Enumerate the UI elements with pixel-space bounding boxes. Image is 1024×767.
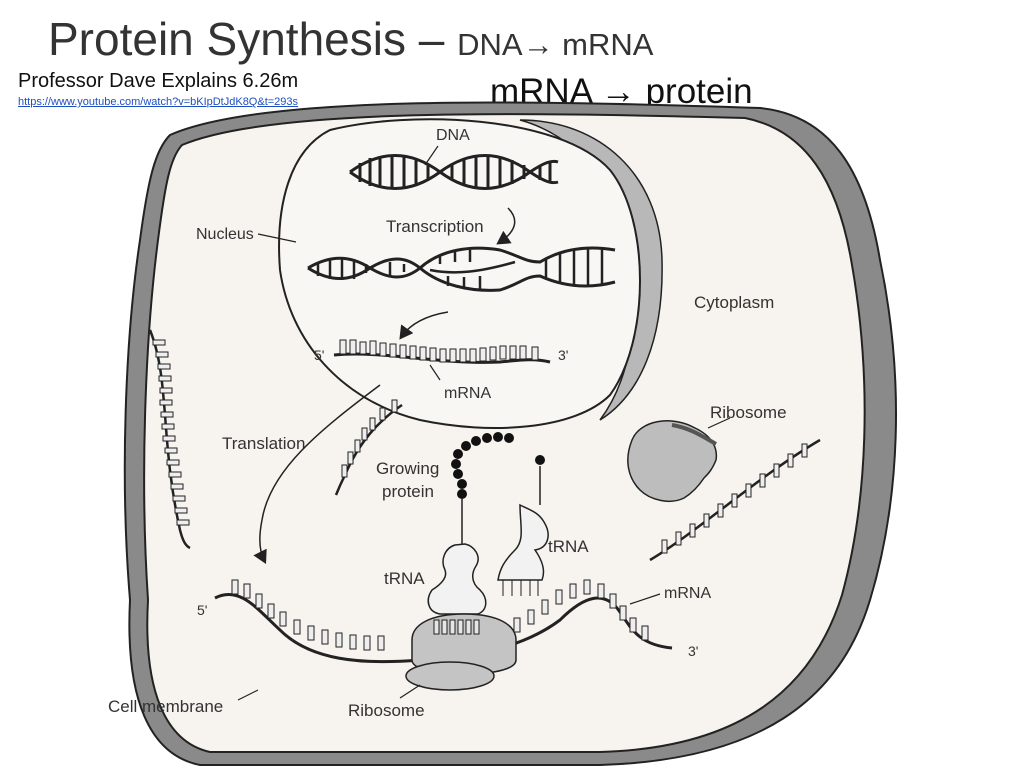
label-translation: Translation	[222, 434, 305, 453]
label-3prime-bottom: 3'	[688, 643, 698, 659]
trna-incoming	[497, 466, 549, 596]
label-growing-protein-line1: Growing	[376, 459, 439, 478]
ribosome-translating	[405, 613, 517, 691]
label-cytoplasm: Cytoplasm	[694, 293, 774, 312]
label-mrna-nucleus: mRNA	[444, 385, 491, 402]
mrna-right-strand	[649, 438, 821, 562]
label-dna: DNA	[436, 127, 470, 144]
label-transcription: Transcription	[386, 217, 484, 236]
transcription-arrow	[496, 207, 516, 245]
label-cell-membrane: Cell membrane	[108, 697, 223, 716]
title-dna: DNA	[457, 27, 523, 62]
nucleus	[278, 118, 641, 429]
slide-title: Protein Synthesis – DNA→ mRNA	[48, 10, 653, 74]
label-nucleus: Nucleus	[196, 226, 254, 243]
free-ribosome	[627, 420, 718, 502]
cell-membrane-pointer	[237, 689, 259, 701]
mrna-pointer	[429, 364, 441, 381]
label-ribosome-free: Ribosome	[710, 403, 787, 422]
to-mrna-arrow	[399, 311, 449, 340]
label-ribosome-bottom: Ribosome	[348, 701, 425, 720]
mrna-bottom-pointer	[629, 593, 661, 605]
source-link[interactable]: https://www.youtube.com/watch?v=bKIpDtJd…	[18, 96, 299, 108]
dna-pointer	[424, 145, 439, 166]
label-5prime-bottom: 5'	[197, 602, 207, 618]
label-trna-left: tRNA	[384, 569, 425, 588]
nucleus-pointer	[257, 233, 297, 243]
label-mrna-bottom: mRNA	[664, 585, 711, 602]
rna-strand-forming	[429, 260, 516, 274]
mrna-left-strand	[148, 329, 191, 550]
mrna-nucleus	[333, 339, 551, 364]
label-trna-right: tRNA	[548, 537, 589, 556]
growing-protein-chain	[451, 432, 545, 499]
title-mrna: mRNA	[553, 27, 654, 62]
dna-helix	[349, 154, 559, 190]
ribosome-bottom-pointer	[399, 684, 421, 699]
subtitle: Professor Dave Explains 6.26m	[18, 70, 299, 92]
ribosome-free-pointer	[707, 417, 731, 429]
free-ribosome-cleft	[671, 423, 717, 446]
translation-arrow	[253, 384, 381, 565]
title-main: Protein Synthesis –	[48, 13, 458, 65]
mrna-exiting-strand	[334, 399, 403, 496]
label-5prime-top: 5'	[314, 347, 324, 363]
label-3prime-top: 3'	[558, 347, 568, 363]
title-arrow-1: →	[522, 27, 554, 62]
label-growing-protein-line2: protein	[382, 482, 434, 501]
dna-transcribing	[307, 246, 616, 292]
